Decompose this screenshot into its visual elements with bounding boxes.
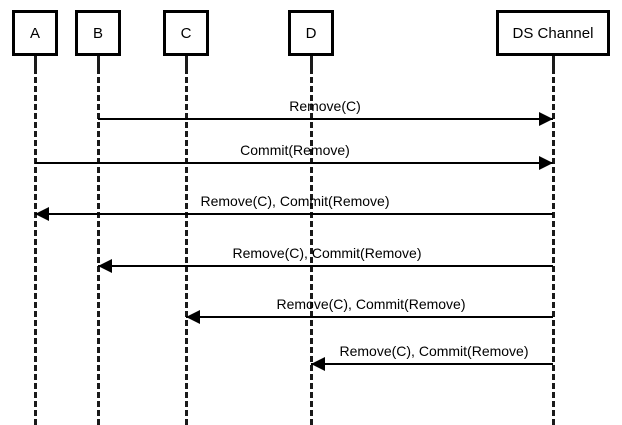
participant-box-ds[interactable]: DS Channel (496, 10, 610, 56)
lifeline-stub-c (185, 56, 188, 68)
arrowhead-left-4 (186, 310, 200, 324)
participant-label-ds: DS Channel (512, 24, 594, 42)
lifeline-stub-d (310, 56, 313, 68)
participant-box-c[interactable]: C (163, 10, 209, 56)
arrowhead-right-1 (539, 156, 553, 170)
lifeline-a (34, 68, 37, 425)
lifeline-stub-b (97, 56, 100, 68)
lifeline-c (185, 68, 188, 425)
lifeline-b (97, 68, 100, 425)
lifeline-stub-a (34, 56, 37, 68)
participant-box-b[interactable]: B (75, 10, 121, 56)
lifeline-d (310, 68, 313, 425)
message-label-1: Commit(Remove) (240, 142, 350, 158)
participant-box-a[interactable]: A (12, 10, 58, 56)
message-line-2[interactable] (35, 213, 553, 215)
lifeline-stub-ds (552, 56, 555, 68)
message-line-1[interactable] (35, 162, 553, 164)
participant-label-b: B (92, 24, 103, 42)
message-label-4: Remove(C), Commit(Remove) (276, 296, 466, 312)
arrowhead-left-3 (98, 259, 112, 273)
participant-label-d: D (305, 24, 317, 42)
participant-label-a: A (29, 24, 40, 42)
message-label-0: Remove(C) (289, 98, 361, 114)
participant-label-c: C (180, 24, 192, 42)
message-label-3: Remove(C), Commit(Remove) (232, 245, 422, 261)
arrowhead-right-0 (539, 112, 553, 126)
participant-box-d[interactable]: D (288, 10, 334, 56)
message-label-2: Remove(C), Commit(Remove) (200, 193, 390, 209)
message-line-0[interactable] (98, 118, 553, 120)
message-line-5[interactable] (311, 363, 553, 365)
arrowhead-left-2 (35, 207, 49, 221)
message-line-3[interactable] (98, 265, 553, 267)
message-label-5: Remove(C), Commit(Remove) (339, 343, 529, 359)
lifeline-ds (552, 68, 555, 425)
arrowhead-left-5 (311, 357, 325, 371)
message-line-4[interactable] (186, 316, 553, 318)
